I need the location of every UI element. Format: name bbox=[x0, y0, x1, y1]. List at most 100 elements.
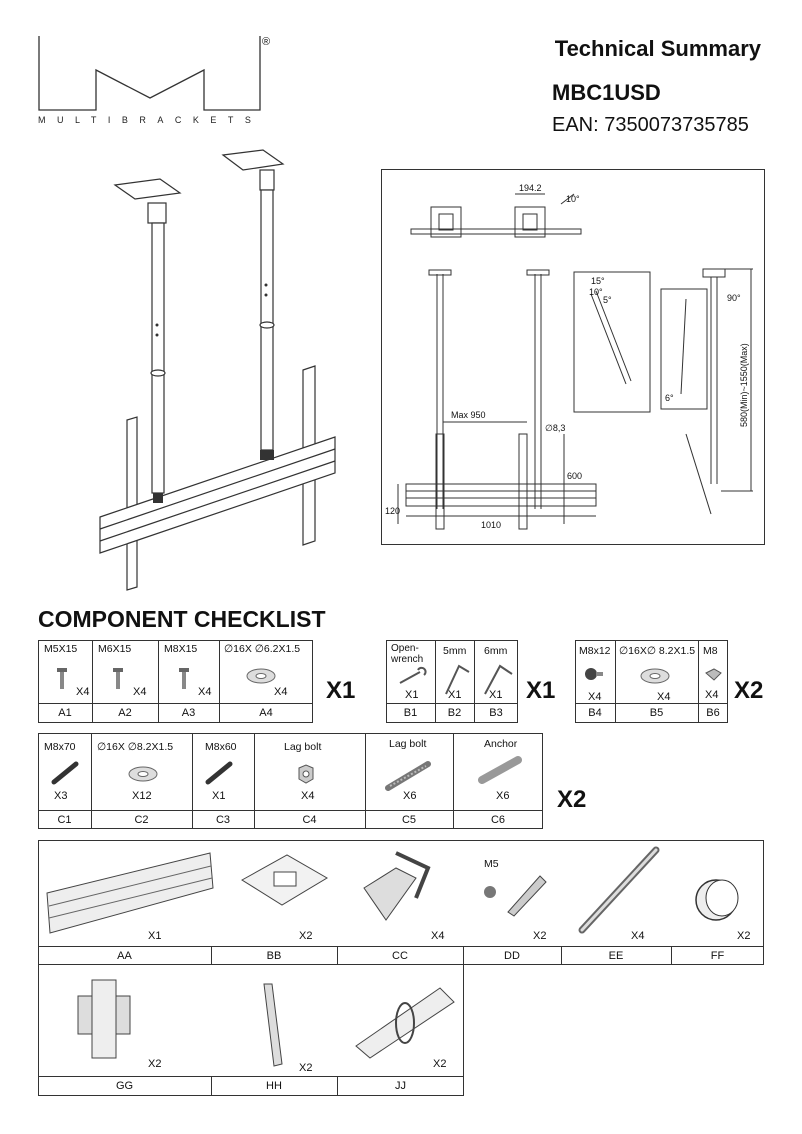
jj-qty: X2 bbox=[433, 1058, 447, 1070]
technical-drawing: 194.2 10° Max 950 ∅8,3 600 120 1010 15° … bbox=[385, 183, 753, 530]
bracket-hh-icon bbox=[263, 983, 283, 1067]
c3-spec: M8x60 bbox=[205, 741, 237, 753]
aa-qty: X1 bbox=[148, 930, 162, 942]
jj-code: JJ bbox=[395, 1080, 406, 1092]
group-b2-table bbox=[575, 640, 728, 723]
dd-qty: X2 bbox=[533, 930, 547, 942]
c2-qty: X12 bbox=[132, 790, 152, 802]
c3-code: C3 bbox=[215, 814, 231, 826]
washer-c2-icon bbox=[128, 766, 158, 782]
c2-spec: ∅16X ∅8.2X1.5 bbox=[97, 741, 174, 753]
dim-angle-90: 90° bbox=[727, 293, 741, 303]
a2-spec: M6X15 bbox=[98, 643, 132, 655]
page-title: Technical Summary bbox=[554, 36, 761, 61]
hex-key-b3-icon bbox=[484, 664, 513, 695]
screw-c3-icon bbox=[205, 761, 233, 785]
dim-height-range: 580(Min)~1550(Max) bbox=[739, 343, 749, 427]
b6-qty: X4 bbox=[705, 689, 719, 701]
screw-a3-icon bbox=[179, 668, 189, 689]
dim-tilt-5: 5° bbox=[603, 295, 612, 305]
c4-code: C4 bbox=[302, 814, 317, 826]
c4-spec: Lag bolt bbox=[284, 741, 322, 753]
c6-spec: Anchor bbox=[484, 738, 518, 750]
c1-qty: X3 bbox=[54, 790, 68, 802]
b5-code: B5 bbox=[649, 707, 664, 719]
cc-code: CC bbox=[392, 950, 408, 962]
group-c-table bbox=[38, 733, 543, 829]
a1-qty: X4 bbox=[76, 686, 90, 698]
c3-qty: X1 bbox=[212, 790, 226, 802]
group-b-table bbox=[386, 640, 518, 723]
dd-note: M5 bbox=[484, 858, 499, 870]
a2-qty: X4 bbox=[133, 686, 147, 698]
end-cap-ff-icon bbox=[695, 879, 739, 921]
b2-code: B2 bbox=[447, 707, 462, 719]
dim-tilt-top: 10° bbox=[566, 194, 580, 204]
a3-spec: M8X15 bbox=[164, 643, 198, 655]
dim-max: Max 950 bbox=[451, 410, 486, 420]
dim-width-top: 194.2 bbox=[519, 183, 542, 193]
a2-code: A2 bbox=[118, 707, 132, 719]
product-illustration bbox=[99, 149, 336, 591]
model-number: MBC1USD bbox=[552, 80, 661, 105]
c4-qty: X4 bbox=[301, 790, 315, 802]
ff-qty: X2 bbox=[737, 930, 751, 942]
screw-a2-icon bbox=[113, 668, 123, 689]
b5-qty: X4 bbox=[657, 691, 671, 703]
dim-hole: ∅8,3 bbox=[545, 423, 565, 433]
c6-qty: X6 bbox=[496, 790, 510, 802]
coupler-jj-icon bbox=[355, 987, 455, 1059]
b2-spec: 5mm bbox=[443, 645, 467, 657]
hex-key-b2-icon bbox=[445, 664, 470, 695]
gg-code: GG bbox=[115, 1080, 134, 1092]
b4-qty: X4 bbox=[588, 691, 602, 703]
group-b2-multiplier: X2 bbox=[734, 677, 764, 704]
nut-c4-icon bbox=[298, 764, 314, 784]
anchor-c6-icon bbox=[478, 756, 522, 784]
technical-drawing-frame bbox=[381, 169, 765, 545]
c6-code: C6 bbox=[490, 814, 506, 826]
checklist-title: COMPONENT CHECKLIST bbox=[38, 606, 326, 632]
ee-qty: X4 bbox=[631, 930, 645, 942]
b2-qty: X1 bbox=[448, 689, 462, 701]
a4-qty: X4 bbox=[274, 686, 288, 698]
bb-code: BB bbox=[266, 950, 282, 962]
lag-bolt-c5-icon bbox=[385, 761, 431, 791]
a1-code: A1 bbox=[58, 707, 72, 719]
c5-code: C5 bbox=[401, 814, 417, 826]
ff-code: FF bbox=[710, 950, 725, 962]
bb-qty: X2 bbox=[299, 930, 313, 942]
group-c-multiplier: X2 bbox=[557, 786, 587, 813]
washer-b5-icon bbox=[640, 668, 670, 684]
b6-code: B6 bbox=[706, 707, 720, 719]
cc-qty: X4 bbox=[431, 930, 445, 942]
a3-qty: X4 bbox=[198, 686, 212, 698]
dim-height-600: 600 bbox=[567, 471, 582, 481]
group-a-table bbox=[38, 640, 313, 723]
screw-c1-icon bbox=[51, 761, 79, 785]
bracket-gg-icon bbox=[77, 979, 131, 1059]
b3-code: B3 bbox=[489, 707, 503, 719]
group-b-multiplier: X1 bbox=[526, 677, 556, 704]
b6-spec: M8 bbox=[703, 645, 718, 657]
b1-qty: X1 bbox=[405, 689, 419, 701]
b4-spec: M8x12 bbox=[579, 645, 611, 657]
dim-height-120: 120 bbox=[385, 506, 400, 516]
b1-code: B1 bbox=[403, 707, 418, 719]
hh-code: HH bbox=[266, 1080, 282, 1092]
c2-code: C2 bbox=[134, 814, 149, 826]
screw-a1-icon bbox=[57, 668, 67, 689]
b1-spec-line2: wrench bbox=[391, 654, 424, 665]
bracket-dd-icon bbox=[484, 875, 547, 917]
b4-code: B4 bbox=[588, 707, 602, 719]
c1-spec: M8x70 bbox=[44, 741, 76, 753]
a3-code: A3 bbox=[181, 707, 196, 719]
a4-spec: ∅16X ∅6.2X1.5 bbox=[224, 643, 301, 655]
c1-code: C1 bbox=[57, 814, 72, 826]
pole-ee-icon bbox=[578, 846, 660, 934]
aa-code: AA bbox=[117, 950, 132, 962]
washer-a4-icon bbox=[246, 668, 276, 684]
logo-mark bbox=[38, 36, 261, 111]
registered-mark: ® bbox=[262, 36, 271, 48]
c5-spec: Lag bolt bbox=[389, 738, 427, 750]
